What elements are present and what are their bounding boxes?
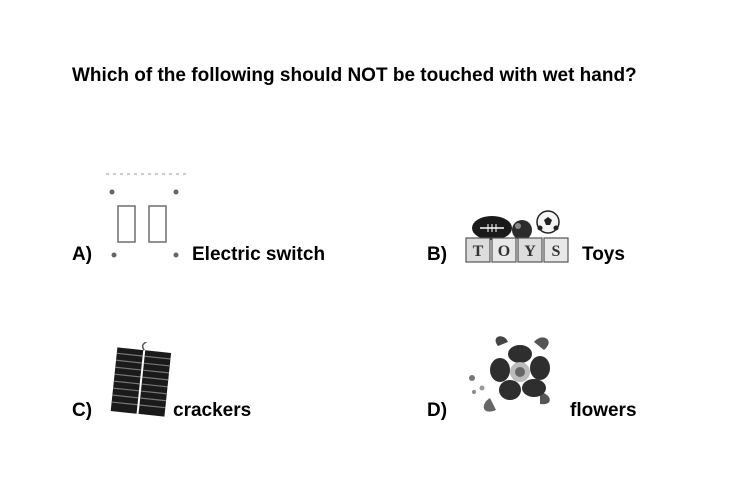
toy-block-o: O (498, 243, 510, 260)
flowers-icon (469, 336, 550, 412)
option-b-letter: B) (427, 244, 448, 265)
option-c-letter: C) (72, 400, 93, 421)
option-a-letter: A) (72, 244, 93, 265)
option-b-label: Toys (582, 244, 625, 265)
option-a-label: Electric switch (192, 244, 326, 265)
crackers-icon (110, 342, 172, 417)
option-c-label: crackers (173, 400, 252, 421)
toy-block-y: Y (524, 243, 536, 260)
toy-block-s: S (552, 243, 561, 260)
toy-block-t: T (473, 243, 484, 260)
question-text: Which of the following should NOT be tou… (72, 65, 637, 86)
electric-switch-icon (106, 173, 190, 258)
toys-icon: T O Y S (465, 210, 569, 263)
option-d-label: flowers (570, 400, 637, 421)
option-d-letter: D) (427, 400, 448, 421)
